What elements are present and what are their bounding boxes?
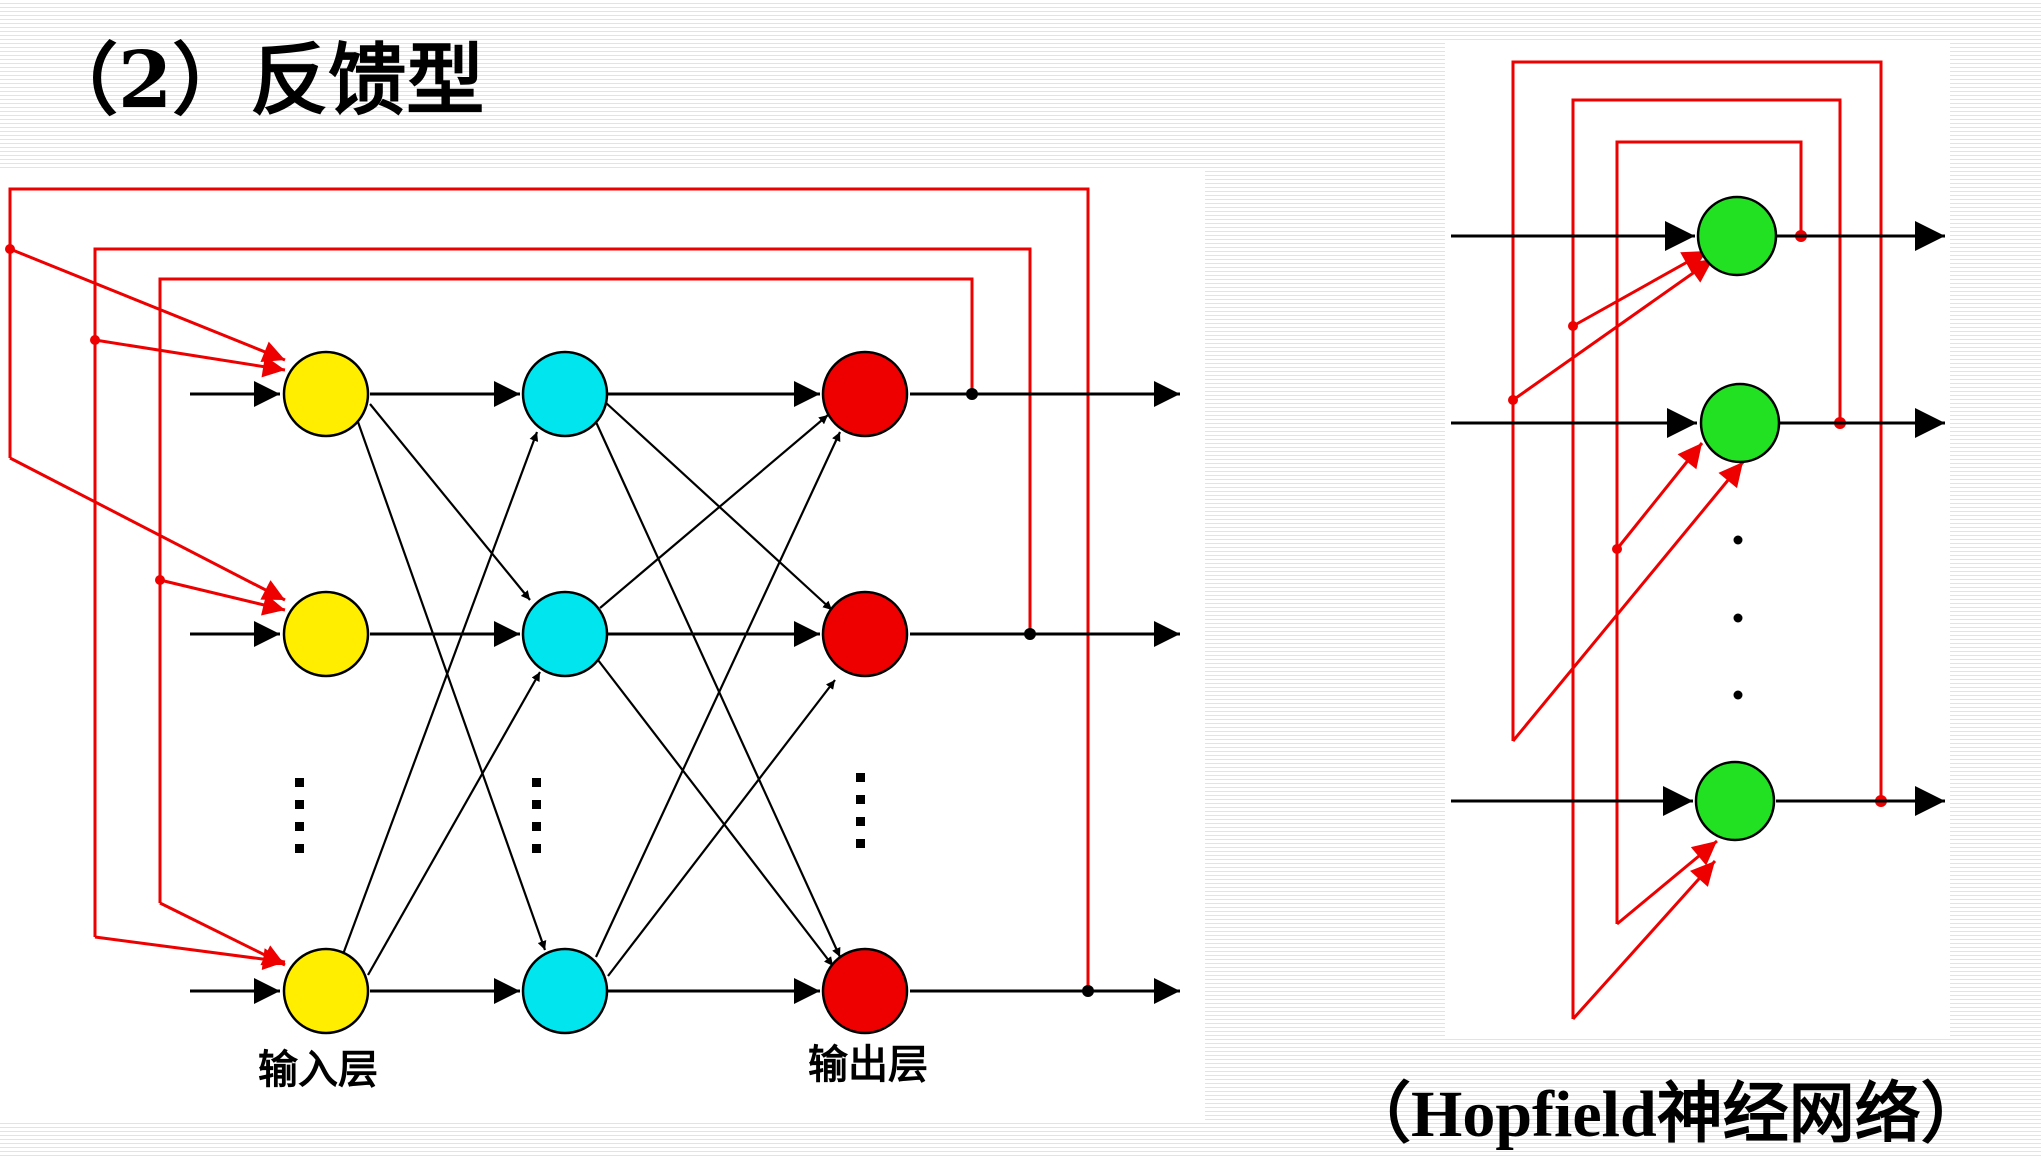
hopfield-neurons <box>1694 195 1781 842</box>
hidden-neuron <box>521 590 609 678</box>
feedback-arrow <box>9 247 286 362</box>
cross-connections <box>340 401 842 977</box>
feedback-loop-middle <box>93 247 1032 937</box>
feedback-arrow <box>94 935 286 971</box>
input-layer-label: 输入层 <box>258 1047 378 1093</box>
hopfield-io-arrows <box>1451 221 1945 816</box>
hopfield-caption: （Hopfield神经网络） <box>1345 1078 1987 1151</box>
feedback-loop-inner <box>158 277 974 903</box>
input-neuron <box>282 350 370 438</box>
feedback-arrow <box>9 456 286 602</box>
hopfield-background <box>1445 40 1950 1038</box>
hopfield-neuron <box>1699 382 1781 464</box>
hopfield-ellipsis-dots <box>1733 535 1743 700</box>
hopfield-neuron <box>1696 195 1778 277</box>
output-neuron <box>821 350 909 438</box>
feedback-connections <box>8 187 1090 991</box>
input-layer <box>282 350 370 1035</box>
feedback-arrow <box>94 338 286 378</box>
output-layer <box>821 350 909 1035</box>
ellipsis-dots <box>295 773 865 853</box>
io-arrows <box>190 381 1180 1004</box>
feedback-loop-outer <box>8 187 1090 991</box>
hopfield-network-diagram <box>1445 40 1950 1038</box>
output-neuron <box>821 590 909 678</box>
hidden-neuron <box>521 947 609 1035</box>
feedback-network-diagram: 输入层 输出层 <box>0 170 1205 1120</box>
hopfield-neuron <box>1694 760 1776 842</box>
input-neuron <box>282 947 370 1035</box>
feedback-junctions <box>5 244 165 585</box>
page-title: （2）反馈型 <box>40 35 485 126</box>
hidden-layer <box>521 350 609 1035</box>
output-layer-label: 输出层 <box>808 1042 928 1088</box>
output-neuron <box>821 947 909 1035</box>
input-neuron <box>282 590 370 678</box>
output-junctions <box>966 388 1094 997</box>
feedback-arrow <box>159 901 286 967</box>
feedback-arrow <box>159 578 286 616</box>
hidden-neuron <box>521 350 609 438</box>
